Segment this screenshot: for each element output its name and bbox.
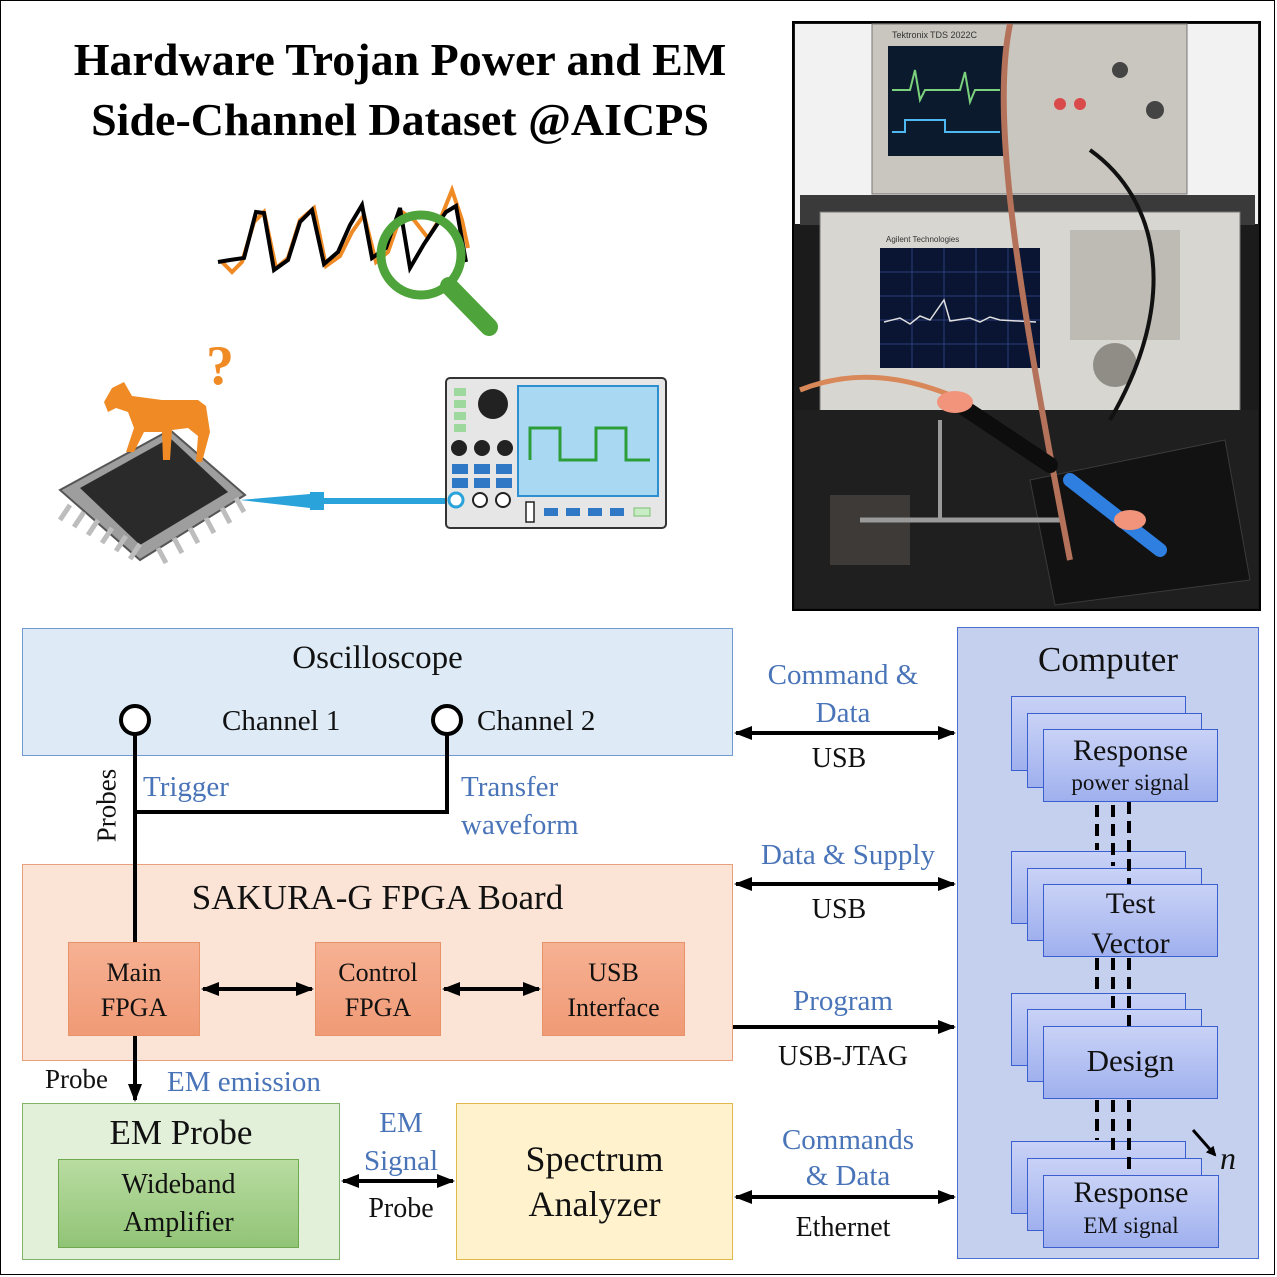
waveform-trace-black (217, 199, 468, 274)
design-card (1043, 1026, 1218, 1099)
photo-scope-model: TDS 2022C (930, 30, 978, 40)
wideband-amplifier-block (58, 1159, 299, 1248)
probe-line-ch2 (135, 734, 449, 814)
concept-illustration: ? (57, 184, 667, 565)
probe-label-em: Probe (45, 1064, 108, 1094)
photo-oscilloscope: Tektronix TDS 2022C (871, 23, 1188, 195)
ethernet-label: Ethernet (795, 1212, 891, 1243)
usb-label-2: USB (811, 894, 867, 925)
channel-1-label: Channel 1 (222, 705, 341, 737)
spectrum-analyzer-label: Spectrum Analyzer (456, 1137, 733, 1227)
response-em-line2: EM signal (1083, 1213, 1179, 1238)
command-data-line2: Data (815, 697, 871, 729)
control-fpga-label: Control FPGA (315, 955, 441, 1025)
em-signal-line2: Signal (363, 1145, 439, 1177)
transfer-waveform-label: Transfer waveform (461, 768, 579, 844)
transfer-line1: Transfer (461, 771, 559, 803)
wideband-amplifier-line2: Amplifier (123, 1207, 234, 1238)
channel-2-connector (431, 704, 463, 736)
computer-title: Computer (1038, 640, 1178, 679)
probe-tip (240, 494, 310, 508)
commands-data-label: Commands & Data (743, 1122, 953, 1194)
oscilloscope-title: Oscilloscope (292, 640, 463, 676)
control-fpga-line1: Control (338, 958, 418, 987)
usb-interface-label: USB Interface (542, 955, 685, 1025)
title-line-2: Side-Channel Dataset @AICPS (91, 94, 709, 145)
em-signal-label: EM Signal (351, 1104, 451, 1180)
usb-jtag-label: USB-JTAG (778, 1041, 908, 1072)
em-signal-line1: EM (379, 1107, 423, 1139)
photo-sa-brand: Agilent Technologies (886, 235, 959, 244)
usb-label-1: USB (811, 743, 867, 774)
control-fpga-block (315, 942, 441, 1036)
fpga-board-title: SAKURA-G FPGA Board (191, 878, 564, 917)
trigger-label: Trigger (143, 771, 229, 803)
commands-data-line1: Commands (781, 1124, 915, 1156)
wideband-amplifier-label: Wideband Amplifier (58, 1166, 299, 1242)
em-emission-label: EM emission (167, 1066, 321, 1098)
spectrum-analyzer-box (456, 1103, 733, 1260)
control-fpga-line2: FPGA (344, 993, 412, 1022)
response-em-line1: Response (1073, 1176, 1189, 1209)
em-probe-title: EM Probe (109, 1113, 253, 1152)
n-indicator-arrow (1191, 1129, 1217, 1157)
main-fpga-line1: Main (106, 958, 162, 987)
title-line-1: Hardware Trojan Power and EM (73, 34, 727, 85)
wideband-amplifier-line1: Wideband (121, 1169, 236, 1200)
usb-interface-block (542, 942, 685, 1036)
response-em-card (1043, 1175, 1219, 1248)
main-fpga-line2: FPGA (100, 993, 168, 1022)
stack-dashed-links (1095, 802, 1131, 1175)
question-mark: ? (206, 335, 234, 397)
channel-1-connector (119, 704, 151, 736)
command-data-line1: Command & (767, 659, 919, 691)
commands-data-line2: & Data (805, 1160, 891, 1192)
photo-scope-brand: Tektronix (892, 30, 929, 40)
channel-2-label: Channel 2 (477, 705, 596, 737)
response-em-label: Response EM signal (1043, 1175, 1219, 1241)
main-fpga-block (68, 942, 200, 1036)
response-power-line2: power signal (1071, 770, 1190, 795)
test-vector-line1: Test (1105, 887, 1156, 920)
probe-label-sa: Probe (368, 1193, 434, 1224)
program-label: Program (793, 985, 893, 1017)
probes-label: Probes (91, 768, 122, 843)
probe-body (310, 492, 324, 510)
magnifier-icon (376, 210, 498, 336)
main-fpga-label: Main FPGA (68, 955, 200, 1025)
design-label: Design (1086, 1043, 1175, 1078)
lab-photo: Tektronix TDS 2022C Agilent Technologies (792, 21, 1261, 611)
n-label: n (1220, 1140, 1236, 1176)
spectrum-analyzer-line2: Analyzer (528, 1184, 661, 1224)
test-vector-line2: Vector (1091, 927, 1170, 960)
trojan-horse-icon (104, 382, 210, 462)
data-supply-label: Data & Supply (761, 839, 935, 871)
response-power-card (1043, 729, 1218, 802)
test-vector-label: Test Vector (1043, 884, 1218, 964)
chip-icon (57, 428, 247, 565)
response-power-label: Response power signal (1043, 733, 1218, 797)
command-data-label: Command & Data (743, 656, 943, 732)
usb-interface-line2: Interface (567, 993, 660, 1022)
usb-interface-line1: USB (588, 958, 639, 987)
spectrum-analyzer-line1: Spectrum (525, 1139, 664, 1179)
response-power-line1: Response (1073, 734, 1188, 767)
oscilloscope-icon (445, 377, 667, 529)
page-title: Hardware Trojan Power and EM Side-Channe… (20, 30, 780, 150)
test-vector-card (1043, 884, 1218, 957)
transfer-line2: waveform (461, 809, 579, 841)
